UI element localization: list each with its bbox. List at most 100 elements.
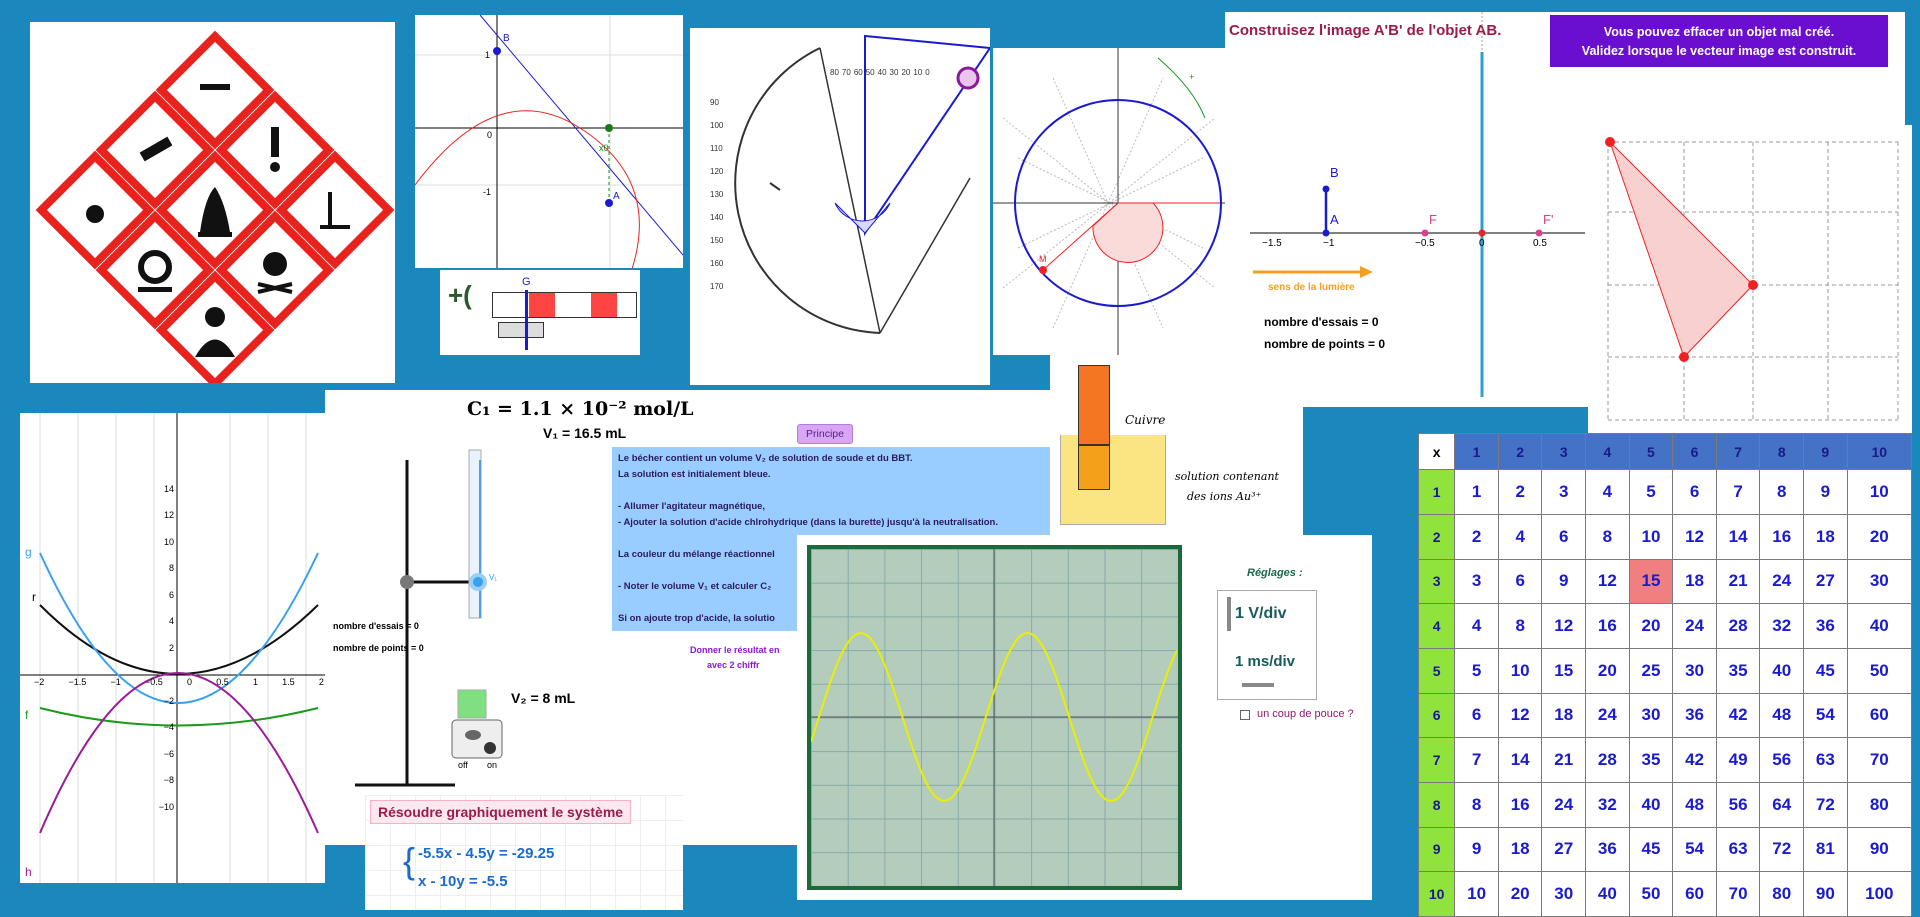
column-header[interactable]: 10 — [1846, 432, 1913, 471]
product-cell[interactable]: 28 — [1715, 603, 1761, 649]
product-cell[interactable]: 27 — [1541, 826, 1587, 873]
product-cell[interactable]: 2 — [1497, 469, 1543, 515]
row-header[interactable]: 6 — [1417, 692, 1456, 739]
product-cell[interactable]: 64 — [1759, 781, 1805, 828]
column-header[interactable]: 2 — [1497, 432, 1543, 471]
product-cell[interactable]: 24 — [1759, 558, 1805, 605]
row-header[interactable]: 10 — [1417, 871, 1456, 917]
product-cell[interactable]: 80 — [1759, 871, 1805, 917]
galton-panel[interactable]: +( G — [440, 270, 640, 355]
product-cell[interactable]: 10 — [1454, 871, 1499, 917]
product-cell[interactable]: 16 — [1759, 513, 1805, 560]
product-cell[interactable]: 8 — [1497, 603, 1543, 649]
product-cell[interactable]: 15 — [1628, 558, 1674, 605]
principe-button[interactable]: Principe — [797, 424, 853, 444]
product-cell[interactable]: 80 — [1846, 781, 1913, 828]
column-header[interactable]: 8 — [1759, 432, 1805, 471]
product-cell[interactable]: 36 — [1803, 603, 1848, 649]
product-cell[interactable]: 9 — [1454, 826, 1499, 873]
on-label[interactable]: on — [487, 760, 498, 770]
product-cell[interactable]: 40 — [1628, 781, 1674, 828]
row-header[interactable]: 1 — [1417, 469, 1456, 515]
column-header[interactable]: 3 — [1541, 432, 1587, 471]
product-cell[interactable]: 100 — [1846, 871, 1913, 917]
product-cell[interactable]: 4 — [1454, 603, 1499, 649]
rotate-icon[interactable]: +( — [448, 280, 472, 310]
product-cell[interactable]: 30 — [1846, 558, 1913, 605]
oscilloscope-panel[interactable]: Réglages : 1 V/div 1 ms/div un coup de p… — [797, 535, 1372, 900]
product-cell[interactable]: 12 — [1541, 603, 1587, 649]
product-cell[interactable]: 54 — [1672, 826, 1717, 873]
product-cell[interactable]: 15 — [1541, 647, 1587, 694]
product-cell[interactable]: 50 — [1846, 647, 1913, 694]
column-header[interactable]: 4 — [1585, 432, 1630, 471]
product-cell[interactable]: 2 — [1454, 513, 1499, 560]
product-cell[interactable]: 70 — [1846, 737, 1913, 783]
product-cell[interactable]: 72 — [1803, 781, 1848, 828]
unit-circle-panel[interactable]: M + — [993, 48, 1225, 355]
product-cell[interactable]: 4 — [1585, 469, 1630, 515]
product-cell[interactable]: 6 — [1541, 513, 1587, 560]
column-header[interactable]: 9 — [1803, 432, 1848, 471]
product-cell[interactable]: 8 — [1454, 781, 1499, 828]
product-cell[interactable]: 9 — [1541, 558, 1587, 605]
product-cell[interactable]: 90 — [1846, 826, 1913, 873]
row-header[interactable]: 2 — [1417, 513, 1456, 560]
product-cell[interactable]: 24 — [1541, 781, 1587, 828]
product-cell[interactable]: 24 — [1585, 692, 1630, 739]
product-cell[interactable]: 49 — [1715, 737, 1761, 783]
product-cell[interactable]: 6 — [1497, 558, 1543, 605]
product-cell[interactable]: 7 — [1715, 469, 1761, 515]
column-header[interactable]: 5 — [1628, 432, 1674, 471]
column-header[interactable]: 1 — [1454, 432, 1499, 471]
row-header[interactable]: 7 — [1417, 737, 1456, 783]
product-cell[interactable]: 3 — [1541, 469, 1587, 515]
hint-label[interactable]: un coup de pouce ? — [1257, 708, 1354, 720]
product-cell[interactable]: 81 — [1803, 826, 1848, 873]
product-cell[interactable]: 4 — [1497, 513, 1543, 560]
product-cell[interactable]: 45 — [1628, 826, 1674, 873]
product-cell[interactable]: 6 — [1672, 469, 1717, 515]
product-cell[interactable]: 5 — [1628, 469, 1674, 515]
product-cell[interactable]: 12 — [1585, 558, 1630, 605]
product-cell[interactable]: 40 — [1585, 871, 1630, 917]
hint-checkbox[interactable] — [1240, 710, 1250, 720]
product-cell[interactable]: 9 — [1803, 469, 1848, 515]
product-cell[interactable]: 56 — [1715, 781, 1761, 828]
protractor[interactable] — [690, 28, 990, 385]
product-cell[interactable]: 20 — [1585, 647, 1630, 694]
volt-slider[interactable] — [1227, 597, 1231, 631]
product-cell[interactable]: 42 — [1715, 692, 1761, 739]
product-cell[interactable]: 90 — [1803, 871, 1848, 917]
product-cell[interactable]: 24 — [1672, 603, 1717, 649]
product-cell[interactable]: 7 — [1454, 737, 1499, 783]
product-cell[interactable]: 36 — [1672, 692, 1717, 739]
product-cell[interactable]: 14 — [1715, 513, 1761, 560]
product-cell[interactable]: 20 — [1628, 603, 1674, 649]
product-cell[interactable]: 8 — [1585, 513, 1630, 560]
product-cell[interactable]: 5 — [1454, 647, 1499, 694]
row-header[interactable]: 4 — [1417, 603, 1456, 649]
off-label[interactable]: off — [458, 760, 468, 770]
product-cell[interactable]: 60 — [1672, 871, 1717, 917]
product-cell[interactable]: 40 — [1759, 647, 1805, 694]
product-cell[interactable]: 20 — [1497, 871, 1543, 917]
product-cell[interactable]: 60 — [1846, 692, 1913, 739]
product-cell[interactable]: 12 — [1497, 692, 1543, 739]
product-cell[interactable]: 10 — [1497, 647, 1543, 694]
product-cell[interactable]: 21 — [1541, 737, 1587, 783]
product-cell[interactable]: 70 — [1715, 871, 1761, 917]
product-cell[interactable]: 12 — [1672, 513, 1717, 560]
product-cell[interactable]: 32 — [1585, 781, 1630, 828]
row-header[interactable]: 8 — [1417, 781, 1456, 828]
product-cell[interactable]: 56 — [1759, 737, 1805, 783]
product-cell[interactable]: 18 — [1497, 826, 1543, 873]
product-cell[interactable]: 16 — [1497, 781, 1543, 828]
product-cell[interactable]: 20 — [1846, 513, 1913, 560]
product-cell[interactable]: 32 — [1759, 603, 1805, 649]
product-cell[interactable]: 28 — [1585, 737, 1630, 783]
functions-plot[interactable] — [20, 413, 325, 883]
product-cell[interactable]: 45 — [1803, 647, 1848, 694]
product-cell[interactable]: 30 — [1672, 647, 1717, 694]
product-cell[interactable]: 18 — [1672, 558, 1717, 605]
